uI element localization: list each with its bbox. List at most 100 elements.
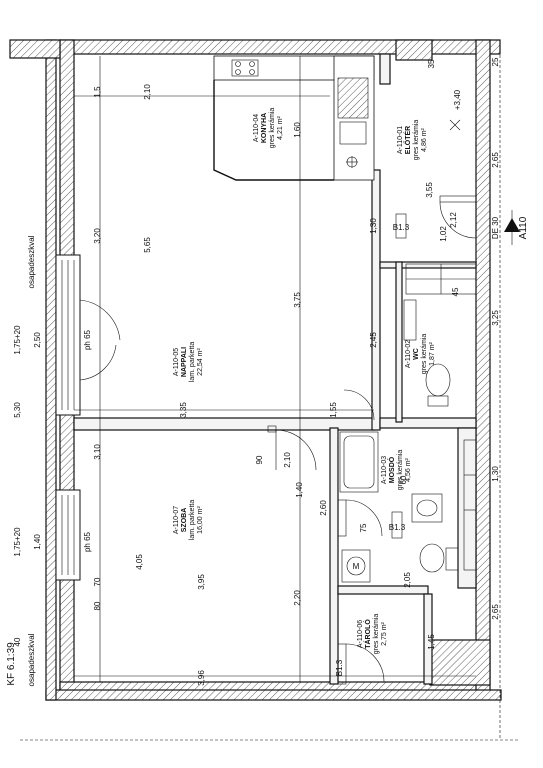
dim-2-45: 2,45: [369, 332, 378, 348]
room-konyha-area: 4,21 m²: [277, 115, 284, 139]
dim-75: 75: [359, 523, 368, 532]
axis-label: A110: [518, 216, 529, 239]
room-konyha-name: KONYHA: [261, 113, 268, 143]
nappali-door: [343, 389, 375, 421]
dim-1-55: 1,55: [329, 402, 338, 418]
room-konyha-finish: gres kerámia: [269, 108, 276, 149]
dim-2-65-top: 2,65: [491, 152, 500, 168]
note-window-a: osapadeszkval: [27, 235, 36, 288]
dim-3-55: 3,55: [425, 182, 434, 198]
room-nappali-area: 22,54 m²: [197, 348, 204, 376]
dim-1-60: 1,60: [293, 122, 302, 138]
dim-1-30: 1,30: [369, 218, 378, 234]
room-szoba-finish: lam. parketta: [189, 500, 196, 541]
wall-eloter-top: [379, 53, 391, 85]
wall-right: [475, 39, 491, 696]
dim-5-65: 5,65: [143, 237, 152, 253]
room-eloter-id: A-110-01: [397, 126, 404, 154]
dim-45: 45: [451, 287, 460, 296]
dim-80: 80: [93, 601, 102, 610]
dim-2-05: 2,05: [403, 572, 412, 588]
room-konyha-id: A-110-04: [253, 114, 260, 142]
window-nappali: [55, 254, 121, 416]
room-mosdo-id: A-110-03: [381, 456, 388, 484]
kitchen-counter: [213, 55, 375, 181]
svg-text:B1.3: B1.3: [335, 659, 344, 676]
room-mosdo-name: MOSDÓ: [387, 456, 396, 483]
dim-2-12: 2,12: [449, 212, 458, 228]
washing-machine: M: [341, 549, 371, 583]
room-szoba-id: A-110-07: [173, 506, 180, 534]
dim-ph65b: ph 65: [83, 531, 92, 552]
room-nappali-id: A-110-05: [173, 348, 180, 376]
wall-mosdo-left: [329, 427, 339, 685]
dim-25: 25: [491, 57, 500, 66]
dim-3-25: 3,25: [491, 310, 500, 326]
room-wc-id: A-110-02: [405, 340, 412, 368]
dim-3-75: 3,75: [293, 292, 302, 308]
tarolo-door: B1.3: [335, 643, 385, 685]
dim-3-96: 3,96: [197, 670, 206, 686]
dim-1-30-r: 1,30: [491, 466, 500, 482]
svg-text:M: M: [353, 562, 360, 571]
room-nappali-name: NAPPALI: [181, 347, 188, 377]
scale-label: KF 6.1:39: [6, 642, 17, 686]
dim-2-50: 2,50: [33, 332, 42, 348]
wall-top: [59, 39, 501, 55]
svg-text:B1.3: B1.3: [393, 223, 410, 232]
dim-40: 40: [13, 637, 22, 646]
dim-70: 70: [93, 577, 102, 586]
room-nappali-finish: lam. parketta: [189, 342, 196, 383]
dim-de30: DE 30: [491, 216, 500, 239]
dim-3-10: 3,10: [93, 444, 102, 460]
dim-2-60: 2,60: [319, 500, 328, 516]
room-tarolo: A-110-06 TÁROLÓ gres kerámia 2,75 m²: [357, 614, 388, 655]
toilet-mosdo: [419, 543, 459, 573]
dim-3-95: 3,95: [197, 574, 206, 590]
mosdo-door: B1.3: [337, 499, 406, 539]
dim-2-10-top: 2,10: [143, 84, 152, 100]
axis-marker: [504, 210, 520, 245]
wall-mosdo-right: [457, 427, 477, 589]
washbasin: [411, 493, 443, 523]
wall-mosdo-tarolo: [337, 585, 429, 595]
room-wc-area: 1,87 m²: [429, 341, 436, 365]
room-mosdo-finish: gres kerámia: [397, 450, 404, 491]
column-bottom-right: [429, 639, 491, 686]
column-top-left: [9, 39, 61, 59]
room-tarolo-finish: gres kerámia: [373, 614, 380, 655]
room-konyha: A-110-04 KONYHA gres kerámia 4,21 m²: [253, 108, 284, 149]
dim-1-75-20b: 1,75+20: [13, 527, 22, 557]
dim-2-10-mid: 2,10: [283, 452, 292, 468]
room-tarolo-id: A-110-06: [357, 620, 364, 648]
dim-3-40: +3,40: [453, 89, 462, 110]
dim-5-30: 5,30: [13, 402, 22, 418]
column-top-right: [395, 39, 433, 61]
wall-hall-wc: [379, 261, 477, 269]
dim-1-75-20a: 1,75+20: [13, 325, 22, 355]
wall-kitchen-hall: [371, 169, 381, 431]
dim-3-35: 3,35: [179, 402, 188, 418]
bathtub: [339, 431, 379, 493]
entry-door: B1.3: [393, 195, 477, 239]
dim-1-02: 1,02: [439, 226, 448, 242]
dim-35: 35: [427, 59, 436, 68]
window-szoba: [55, 489, 81, 581]
dim-ph65a: ph 65: [83, 329, 92, 350]
room-tarolo-area: 2,75 m²: [381, 621, 388, 645]
svg-text:B1.3: B1.3: [389, 523, 406, 532]
wc-fixtures: [403, 299, 451, 407]
dim-90: 90: [255, 455, 264, 464]
facade-strip: [45, 689, 502, 701]
room-mosdo-area: 4,56 m²: [405, 457, 412, 481]
room-wc-finish: gres kerámia: [421, 334, 428, 375]
room-wc: A-110-02 WC gres kerámia 1,87 m²: [405, 334, 436, 375]
elevation-marker: [449, 119, 461, 131]
dim-2-20: 2,20: [293, 590, 302, 606]
room-eloter-area: 4,86 m²: [421, 127, 428, 151]
room-eloter-finish: gres kerámia: [413, 120, 420, 161]
dim-1-40: 1,40: [295, 482, 304, 498]
room-eloter-name: ELŐTÉR: [403, 126, 412, 154]
dim-1-5: 1,5: [93, 86, 102, 98]
